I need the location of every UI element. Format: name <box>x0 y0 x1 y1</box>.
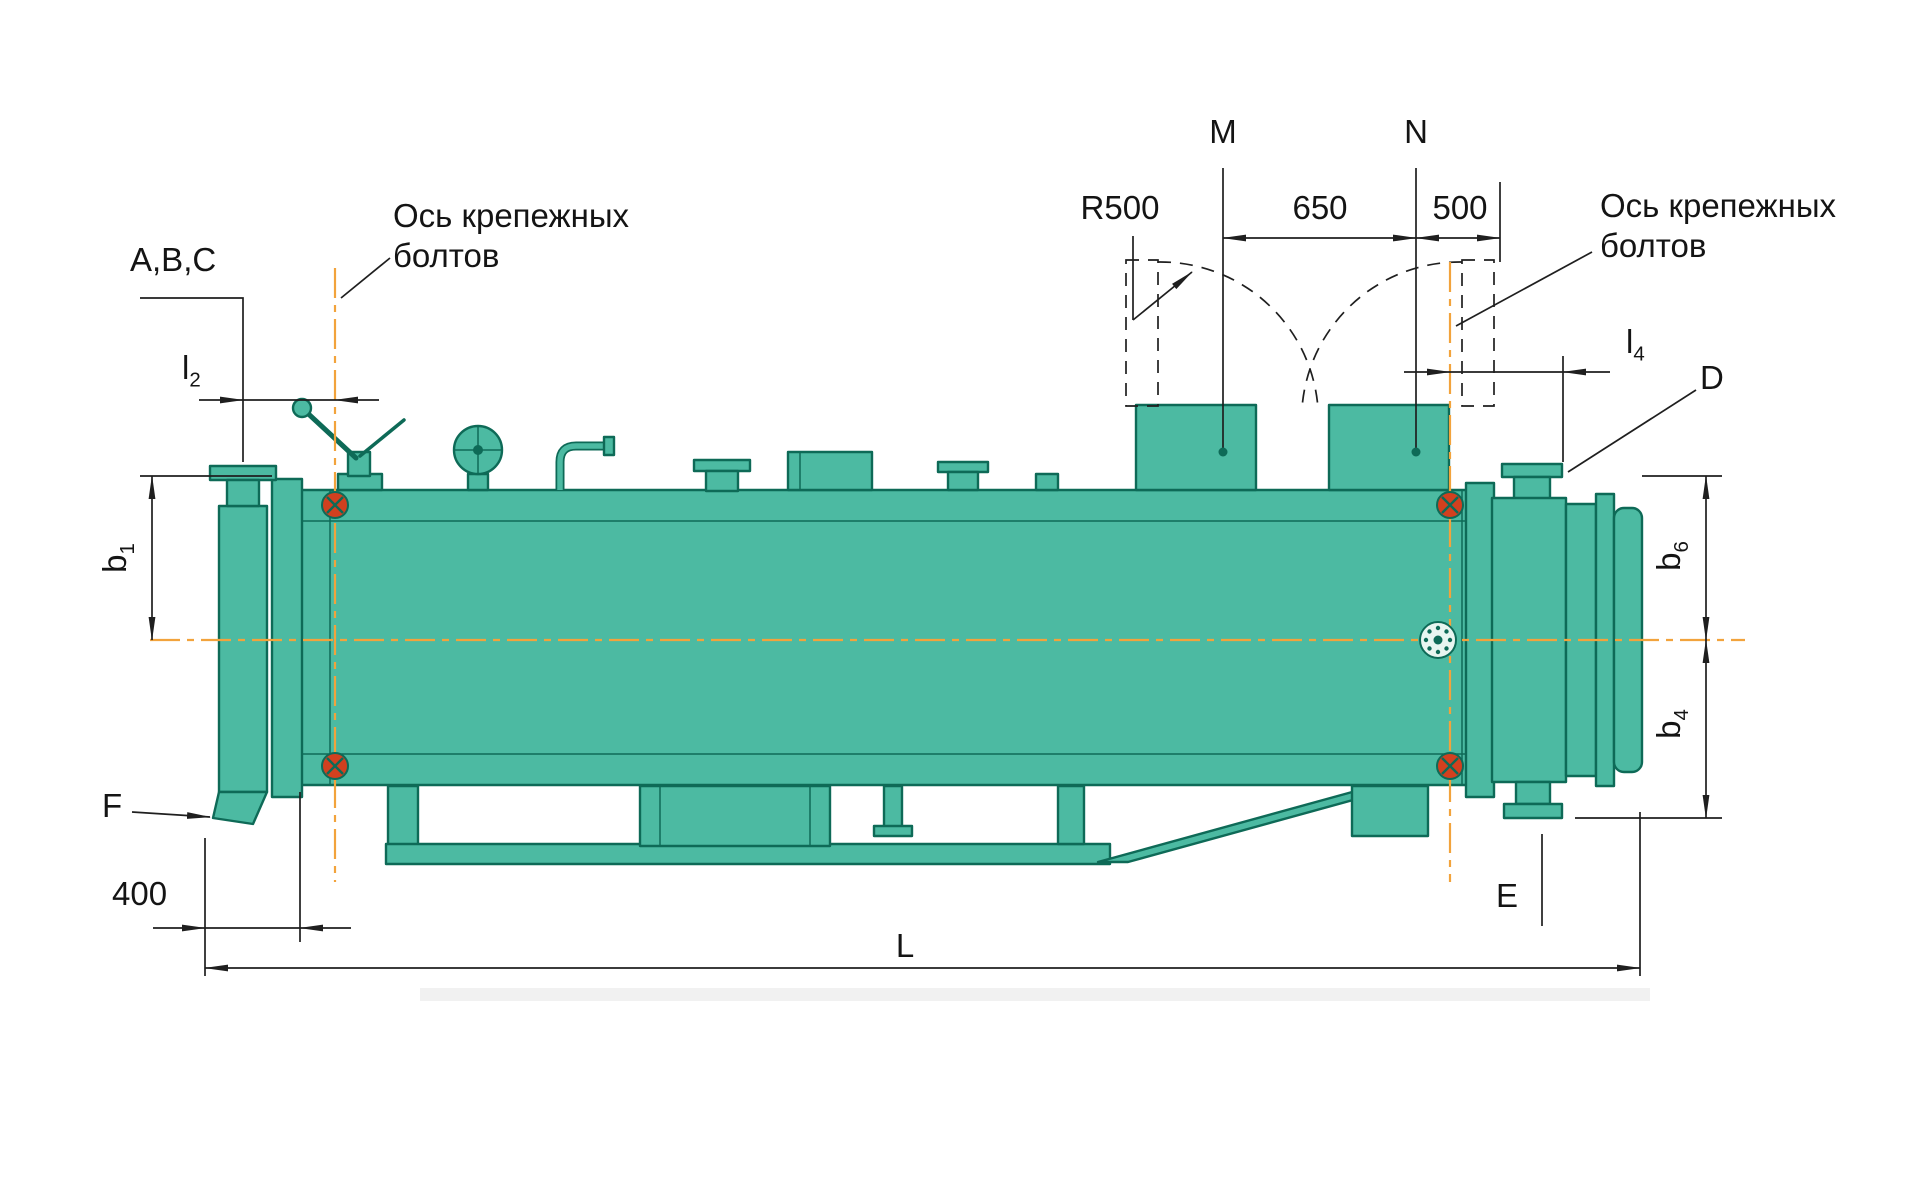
label-abc: A,B,C <box>130 241 217 278</box>
top-nozzle-2 <box>936 460 990 492</box>
label-m: M <box>1209 113 1237 150</box>
main-shell <box>298 488 1492 787</box>
scan-artifact <box>420 988 1650 1001</box>
bolt-marker <box>1436 752 1464 780</box>
bottom-flange-e <box>1502 780 1564 820</box>
curved-pipe <box>555 435 616 490</box>
swing-arc-right <box>1301 261 1463 409</box>
d-leader <box>1567 389 1697 473</box>
label-l2: l2 <box>182 349 201 392</box>
label-650: 650 <box>1292 189 1348 226</box>
axis-right-leader <box>1455 251 1593 327</box>
axis-bolts-right-line1: Ось крепежных <box>1600 187 1837 224</box>
label-b4: b4 <box>1650 709 1693 739</box>
top-nozzle-1 <box>692 458 752 493</box>
label-f: F <box>102 787 123 824</box>
safety-valve <box>291 397 406 492</box>
f-leader <box>131 811 211 819</box>
swing-arc-left <box>1157 261 1319 409</box>
bolt-marker <box>321 491 349 519</box>
label-axis-bolts-right: Ось крепежных болтов <box>1600 186 1836 267</box>
label-400: 400 <box>112 875 168 912</box>
bottom-supports <box>384 784 1430 866</box>
axis-bolts-left-line2: болтов <box>393 237 500 275</box>
label-b1: b1 <box>96 543 139 573</box>
label-n: N <box>1404 113 1428 150</box>
label-e: E <box>1496 877 1519 914</box>
machine-body <box>270 477 1496 799</box>
axis-bolts-right-line2: болтов <box>1600 227 1707 265</box>
open-cover-swing <box>1125 259 1495 409</box>
handwheel-valve <box>452 424 504 492</box>
right-end-assembly <box>1490 492 1644 820</box>
label-l4: l4 <box>1626 323 1645 366</box>
under-box <box>638 784 832 848</box>
top-fittings <box>291 397 1564 501</box>
left-pipe-outlet-tip <box>211 790 269 826</box>
label-l: L <box>895 927 915 964</box>
left-pipe-top-flange <box>208 464 278 482</box>
top-stub <box>1034 472 1060 492</box>
label-d: D <box>1700 359 1724 396</box>
center-port <box>1419 621 1457 659</box>
left-flange-ring <box>270 477 304 799</box>
left-downpipe <box>208 464 278 826</box>
axis-bolts-left-line1: Ось крепежных <box>393 197 630 234</box>
cover-box-m <box>1134 403 1258 492</box>
open-cover-right <box>1461 259 1495 407</box>
abc-leader <box>140 297 244 462</box>
label-r500: R500 <box>1080 189 1160 226</box>
top-hatch <box>786 450 874 492</box>
open-cover-left <box>1125 259 1159 407</box>
bolt-marker <box>1436 491 1464 519</box>
dimension-lines <box>131 168 1722 976</box>
bolt-marker <box>321 752 349 780</box>
right-support <box>1350 784 1430 838</box>
mounting-bolts <box>321 491 1464 780</box>
label-b6: b6 <box>1650 541 1693 571</box>
r500-leader <box>1132 271 1193 321</box>
label-axis-bolts-left: Ось крепежных болтов <box>393 196 629 277</box>
label-500: 500 <box>1432 189 1488 226</box>
cover-box-n <box>1327 403 1451 492</box>
top-flange-d <box>1500 462 1564 501</box>
axis-left-leader <box>340 257 391 299</box>
